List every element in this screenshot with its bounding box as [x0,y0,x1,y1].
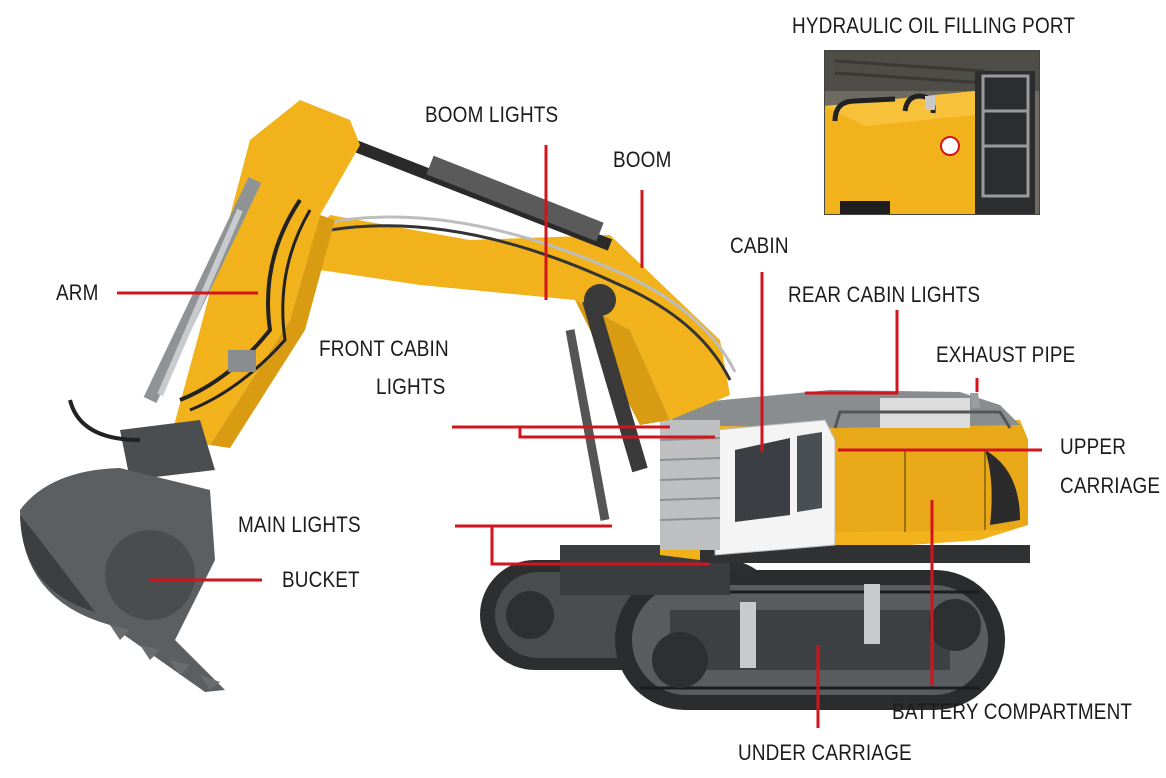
hydraulic-port-inset-graphic [825,51,1039,214]
label-battery-compartment: BATTERY COMPARTMENT [892,699,1133,724]
label-upper-carriage-line2: CARRIAGE [1060,473,1161,498]
hydraulic-port-inset [824,50,1040,215]
leader-front-cabin-lights-1 [452,425,715,439]
label-exhaust-pipe: EXHAUST PIPE [936,342,1076,367]
label-hydraulic-oil-filling-port: HYDRAULIC OIL FILLING PORT [792,13,1076,38]
leader-main-lights-1 [455,524,710,566]
label-front-cabin-lights-line1: FRONT CABIN [319,336,449,361]
label-main-lights: MAIN LIGHTS [238,512,361,537]
boom-graphic [300,134,737,521]
label-arm: ARM [56,280,99,305]
label-under-carriage: UNDER CARRIAGE [738,740,912,765]
label-front-cabin-lights-line2: LIGHTS [376,374,446,399]
cabin-graphic [659,419,836,556]
label-boom-lights: BOOM LIGHTS [425,102,559,127]
leader-lines [117,50,1042,728]
label-upper-carriage-line1: UPPER [1060,434,1127,459]
under-carriage-graphic [480,545,1005,710]
label-boom: BOOM [613,147,672,172]
label-cabin: CABIN [730,233,789,258]
label-rear-cabin-lights: REAR CABIN LIGHTS [788,282,981,307]
arm-graphic [143,100,360,448]
bucket-graphic [20,399,225,692]
label-bucket: BUCKET [282,567,360,592]
leader-rear-cabin-lights [805,310,899,395]
